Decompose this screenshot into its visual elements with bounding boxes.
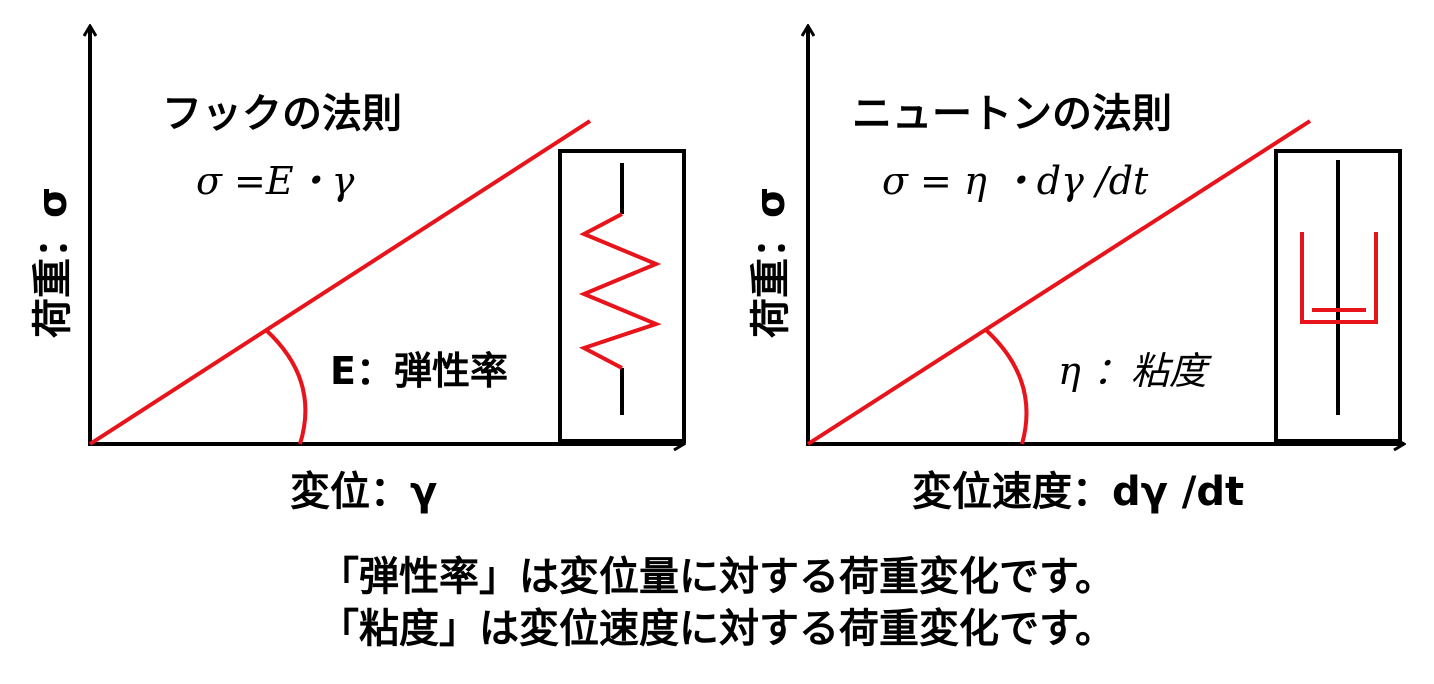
dashpot-icon — [1300, 160, 1378, 415]
right-x-axis-label: 変位速度：dγ /dt — [912, 469, 1244, 515]
right-formula: σ = η ・dγ /dt — [882, 159, 1149, 203]
left-formula: σ =E・γ — [196, 159, 355, 203]
right-angle-arc — [984, 328, 1029, 445]
hooke-panel: フックの法則 σ =E・γ 荷重：σ 変位：γ E：弾性率 — [30, 26, 686, 515]
left-y-axis-label: 荷重：σ — [30, 187, 76, 338]
left-angle-arc — [264, 328, 308, 445]
right-angle-label: η ：粘度 — [1058, 349, 1213, 393]
left-title: フックの法則 — [162, 91, 402, 137]
left-x-axis-label: 変位：γ — [290, 469, 437, 515]
spring-icon — [578, 163, 662, 415]
right-y-axis-label: 荷重：σ — [748, 187, 794, 338]
caption-elastic-modulus: 「弾性率」は変位量に対する荷重変化です。 — [319, 554, 1115, 600]
left-stress-line — [88, 119, 592, 446]
caption-viscosity: 「粘度」は変位速度に対する荷重変化です。 — [319, 606, 1115, 652]
right-stress-line — [806, 119, 1312, 446]
right-title: ニュートンの法則 — [852, 91, 1172, 137]
left-angle-label: E：弾性率 — [330, 349, 508, 393]
newton-panel: ニュートンの法則 σ = η ・dγ /dt 荷重：σ 変位速度：dγ /dt … — [748, 26, 1404, 515]
